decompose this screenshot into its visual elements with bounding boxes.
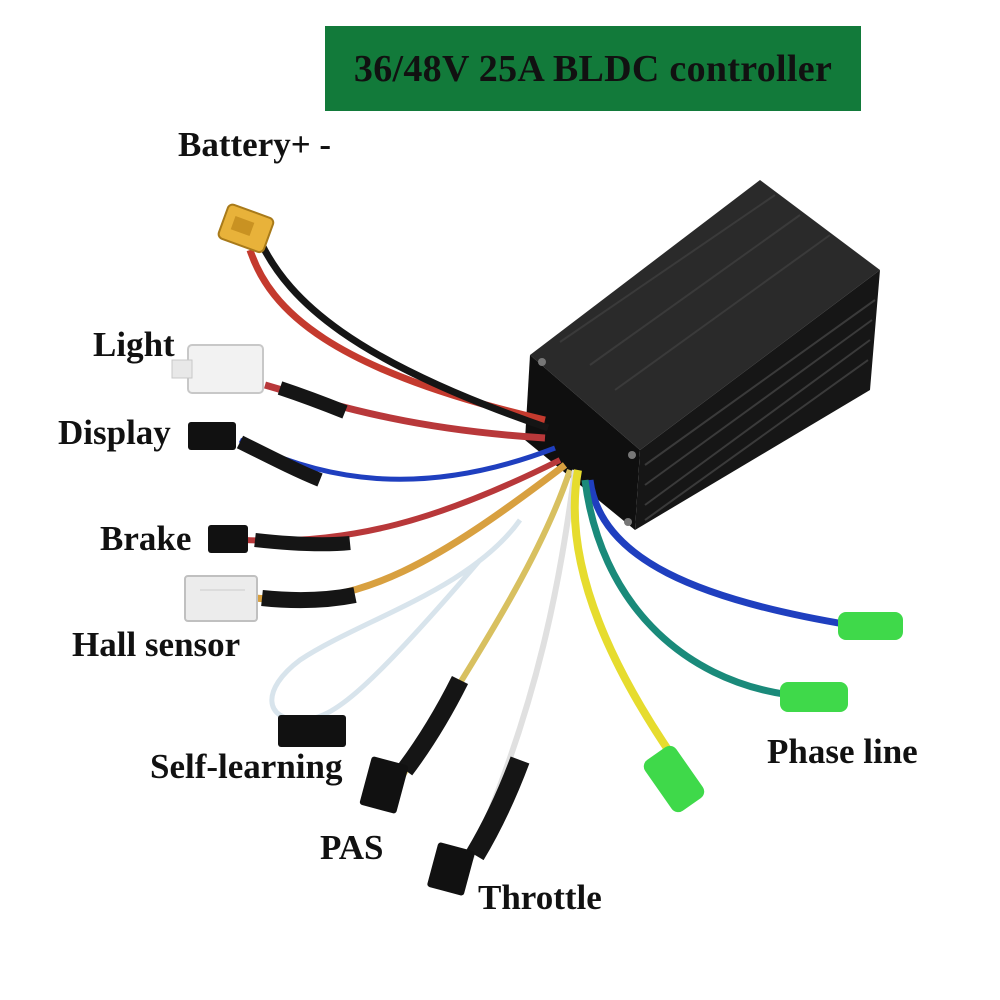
label-display: Display — [58, 413, 171, 452]
throttle-connector — [427, 842, 475, 896]
label-battery: Battery+ - — [178, 125, 332, 164]
controller-housing — [525, 180, 880, 530]
phase-connector-green — [780, 682, 848, 712]
phase-connector-yellow — [643, 745, 705, 813]
battery-cable — [246, 243, 550, 432]
label-brake: Brake — [100, 519, 192, 558]
label-pas: PAS — [320, 828, 384, 867]
label-phase-line: Phase line — [767, 732, 918, 771]
title-text: 36/48V 25A BLDC controller — [353, 47, 833, 90]
label-throttle: Throttle — [478, 878, 602, 917]
phase-line-yellow — [570, 469, 679, 763]
throttle-cable — [467, 469, 578, 862]
phase-line-blue — [586, 479, 851, 629]
brake-connector — [208, 525, 248, 553]
label-light: Light — [93, 325, 175, 364]
self-learning-cable — [269, 518, 523, 723]
label-hall-sensor: Hall sensor — [72, 625, 241, 664]
phase-connector-blue — [838, 612, 903, 640]
display-connector — [188, 422, 236, 450]
battery-connector — [217, 203, 275, 254]
phase-line-green — [581, 479, 791, 699]
self-learning-connector — [278, 715, 346, 747]
pas-connector — [359, 756, 409, 814]
label-self-learning: Self-learning — [150, 747, 343, 786]
hall-sensor-connector — [184, 575, 258, 622]
light-connector — [171, 344, 264, 394]
title-banner: 36/48V 25A BLDC controller — [325, 26, 861, 111]
